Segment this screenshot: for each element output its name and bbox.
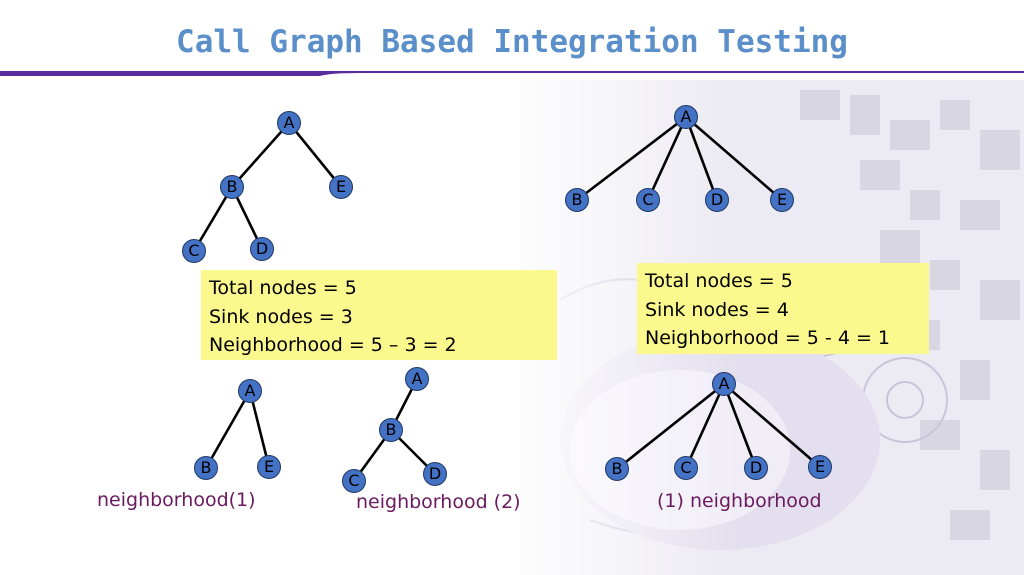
edge-g2-a-c: [646, 116, 688, 201]
g4-node-d: D: [423, 462, 447, 486]
g4-node-a: A: [405, 367, 429, 391]
edge-g1-a-e: [287, 122, 343, 188]
g2-node-b: B: [565, 188, 589, 212]
g5-node-d: D: [744, 456, 768, 480]
g1-node-e: E: [329, 175, 353, 199]
slide-title: Call Graph Based Integration Testing: [176, 24, 848, 60]
edge-g5-a-b: [616, 382, 725, 471]
g2-node-d: D: [705, 188, 729, 212]
g3-node-a: A: [238, 379, 262, 403]
edge-g2-a-d: [684, 116, 719, 201]
g2-node-a: A: [674, 105, 698, 129]
g1-node-b: B: [220, 175, 244, 199]
note-left-sink: Sink nodes = 3: [209, 305, 353, 328]
edge-g2-a-b: [576, 115, 687, 202]
caption-neighborhood-2: neighborhood (2): [356, 491, 521, 513]
g1-node-d: D: [250, 237, 274, 261]
g5-node-b: B: [605, 457, 629, 481]
g4-node-b: B: [379, 418, 403, 442]
g4-node-c: C: [342, 469, 366, 493]
g5-node-c: C: [674, 456, 698, 480]
edge-g5-a-c: [684, 383, 726, 469]
g3-node-b: B: [194, 456, 218, 480]
edge-g3-a-b: [204, 390, 252, 469]
note-left: Total nodes = 5 Sink nodes = 3 Neighborh…: [201, 270, 557, 360]
g3-node-e: E: [257, 455, 281, 479]
caption-neighborhood-3: (1) neighborhood: [657, 490, 822, 512]
edge-g3-a-e: [248, 390, 271, 468]
note-right: Total nodes = 5 Sink nodes = 4 Neighborh…: [637, 263, 929, 354]
caption-neighborhood-1: neighborhood(1): [97, 489, 256, 511]
edge-g5-a-d: [722, 383, 758, 469]
g2-node-e: E: [770, 188, 794, 212]
title-underline: [0, 71, 1024, 76]
g1-node-a: A: [277, 111, 301, 135]
edge-g2-a-e: [685, 116, 783, 201]
g1-node-c: C: [182, 239, 206, 263]
edge-g5-a-e: [723, 383, 821, 468]
note-right-neighborhood: Neighborhood = 5 - 4 = 1: [645, 327, 890, 349]
g5-node-e: E: [808, 455, 832, 479]
note-left-neighborhood: Neighborhood = 5 – 3 = 2: [209, 334, 457, 356]
note-left-total: Total nodes = 5: [209, 277, 357, 299]
note-right-total: Total nodes = 5: [645, 270, 793, 292]
g5-node-a: A: [712, 372, 736, 396]
edge-g1-a-b: [231, 122, 290, 188]
g2-node-c: C: [636, 188, 660, 212]
note-right-sink: Sink nodes = 4: [645, 298, 789, 321]
